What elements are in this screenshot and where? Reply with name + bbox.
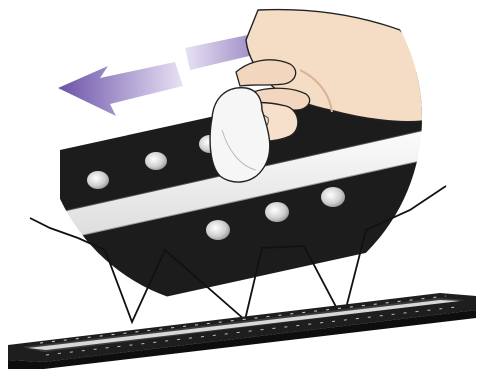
cleaning-illustration <box>0 0 486 369</box>
illustration-canvas <box>0 0 486 369</box>
